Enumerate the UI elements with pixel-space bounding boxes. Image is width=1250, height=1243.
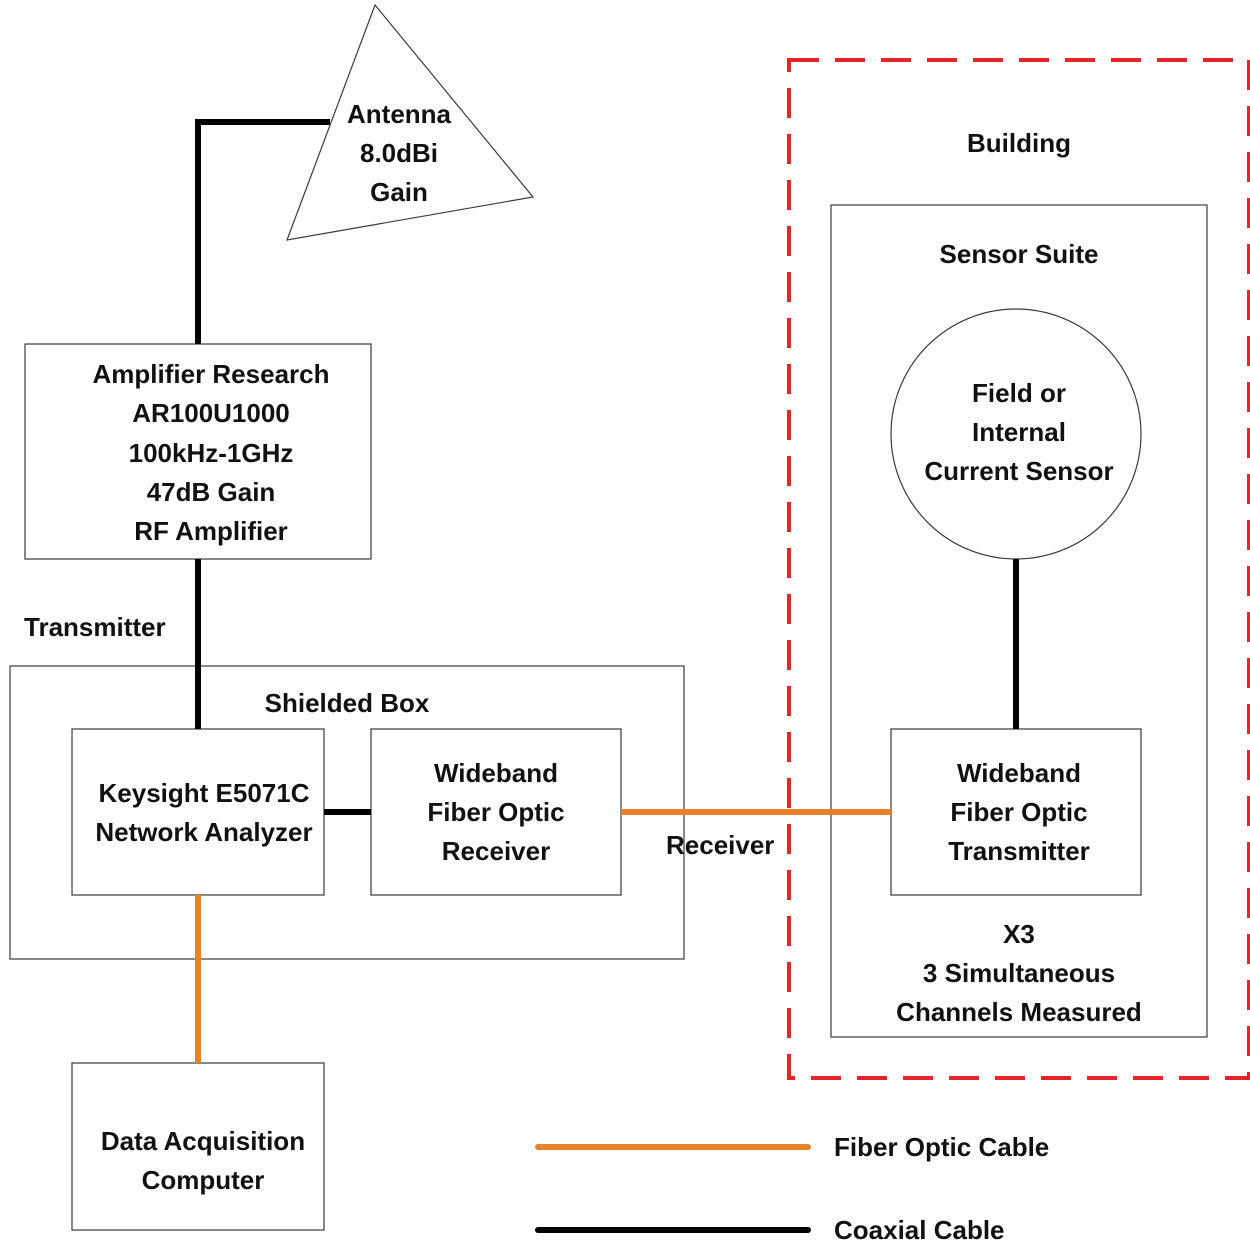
antenna-label-line3: Gain (370, 177, 428, 207)
fiber-transmitter-label-line2: Fiber Optic (950, 797, 1087, 827)
fiber-receiver-label-line1: Wideband (434, 758, 558, 788)
channels-note-line1: X3 (1003, 919, 1035, 949)
shielded-box-title: Shielded Box (265, 688, 430, 718)
network-analyzer-box (71, 728, 325, 896)
legend-coax-label: Coaxial Cable (834, 1215, 1005, 1243)
analyzer-label-line2: Network Analyzer (95, 817, 312, 847)
building-title: Building (967, 128, 1071, 158)
receiver-label: Receiver (666, 830, 774, 860)
fiber-transmitter-label-line3: Transmitter (948, 836, 1090, 866)
channels-note-line3: Channels Measured (896, 997, 1142, 1027)
amplifier-label-line4: 47dB Gain (147, 477, 276, 507)
antenna-label-line2: 8.0dBi (360, 138, 438, 168)
building-boundary (787, 58, 1250, 1080)
antenna-triangle (286, 3, 535, 241)
sensor-label-line3: Current Sensor (924, 456, 1113, 486)
sensor-label-line2: Internal (972, 417, 1066, 447)
computer-label-line1: Data Acquisition (101, 1126, 305, 1156)
amplifier-label-line2: AR100U1000 (132, 398, 290, 428)
fiber-receiver-label-line2: Fiber Optic (427, 797, 564, 827)
amplifier-label-line5: RF Amplifier (134, 516, 288, 546)
sensor-suite-title: Sensor Suite (940, 239, 1099, 269)
amplifier-label-line3: 100kHz-1GHz (129, 438, 294, 468)
sensor-label-line1: Field or (972, 378, 1066, 408)
analyzer-label-line1: Keysight E5071C (99, 778, 310, 808)
fiber-receiver-label-line3: Receiver (442, 836, 550, 866)
coax-antenna-to-amplifier (195, 119, 330, 344)
legend-fiber-label: Fiber Optic Cable (834, 1132, 1049, 1162)
channels-note-line2: 3 Simultaneous (923, 958, 1115, 988)
fiber-transmitter-label-line1: Wideband (957, 758, 1081, 788)
computer-label-line2: Computer (142, 1165, 265, 1195)
data-acquisition-computer-box (71, 1062, 325, 1231)
transmitter-label: Transmitter (24, 612, 166, 642)
fiber-optic-receiver-box (370, 728, 622, 896)
amplifier-label-line1: Amplifier Research (93, 359, 330, 389)
antenna-label-line1: Antenna (347, 99, 452, 129)
